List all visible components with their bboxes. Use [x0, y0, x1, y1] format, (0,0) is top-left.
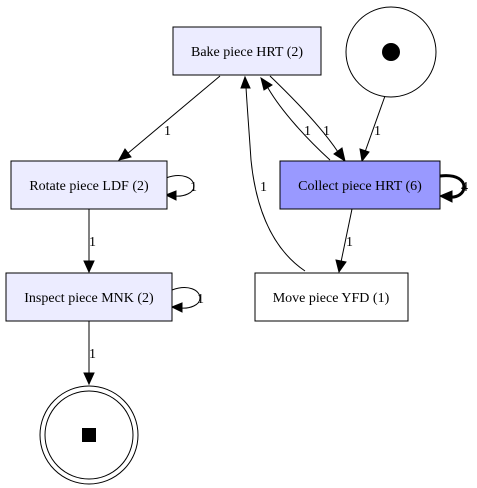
- edge-bake-to-collect: 1: [269, 75, 346, 163]
- activity-rotate-node[interactable]: Rotate piece LDF (2): [10, 160, 168, 210]
- edge-rotate-to-inspect: 1: [83, 209, 96, 274]
- edge-label-collect-to-bake: 1: [304, 124, 311, 139]
- filled-circle-icon: [382, 43, 400, 61]
- edge-collect-to-bake: 1: [260, 76, 331, 161]
- edge-bake-to-rotate: 1: [118, 75, 221, 161]
- activity-collect-label: Collect piece HRT (6): [298, 179, 422, 194]
- activity-inspect-node[interactable]: Inspect piece MNK (2): [5, 272, 173, 322]
- edge-collect-self-loop: 4: [438, 174, 468, 203]
- edge-label-bake-to-collect: 1: [323, 124, 330, 139]
- activity-rotate-label: Rotate piece LDF (2): [29, 179, 149, 194]
- activity-bake-node[interactable]: Bake piece HRT (2): [172, 26, 322, 76]
- edge-label-inspect-to-end: 1: [89, 347, 96, 362]
- edge-label-inspect-self: 1: [197, 292, 204, 307]
- edge-label-move-to-bake: 1: [260, 180, 267, 195]
- edge-inspect-self-loop: 1: [170, 287, 204, 313]
- edge-inspect-to-end: 1: [83, 321, 96, 386]
- edge-start-to-collect: 1: [359, 95, 386, 163]
- edge-label-collect-self: 4: [461, 180, 468, 195]
- activity-inspect-label: Inspect piece MNK (2): [24, 291, 154, 306]
- edge-label-bake-to-rotate: 1: [164, 124, 171, 139]
- activity-move-label: Move piece YFD (1): [273, 291, 390, 306]
- edge-move-to-bake: 1: [240, 75, 306, 272]
- activity-collect-node[interactable]: Collect piece HRT (6): [279, 160, 441, 210]
- edge-label-start-to-collect: 1: [374, 124, 381, 139]
- edge-collect-to-move: 1: [335, 208, 353, 274]
- edge-rotate-self-loop: 1: [164, 175, 197, 201]
- end-node[interactable]: [39, 385, 139, 485]
- edge-label-rotate-self: 1: [190, 180, 197, 195]
- activity-bake-label: Bake piece HRT (2): [191, 45, 303, 60]
- edge-label-collect-to-move: 1: [346, 235, 353, 250]
- activity-move-node[interactable]: Move piece YFD (1): [254, 272, 409, 322]
- start-node[interactable]: [345, 6, 437, 98]
- edge-label-rotate-to-inspect: 1: [89, 235, 96, 250]
- filled-square-icon: [82, 428, 96, 442]
